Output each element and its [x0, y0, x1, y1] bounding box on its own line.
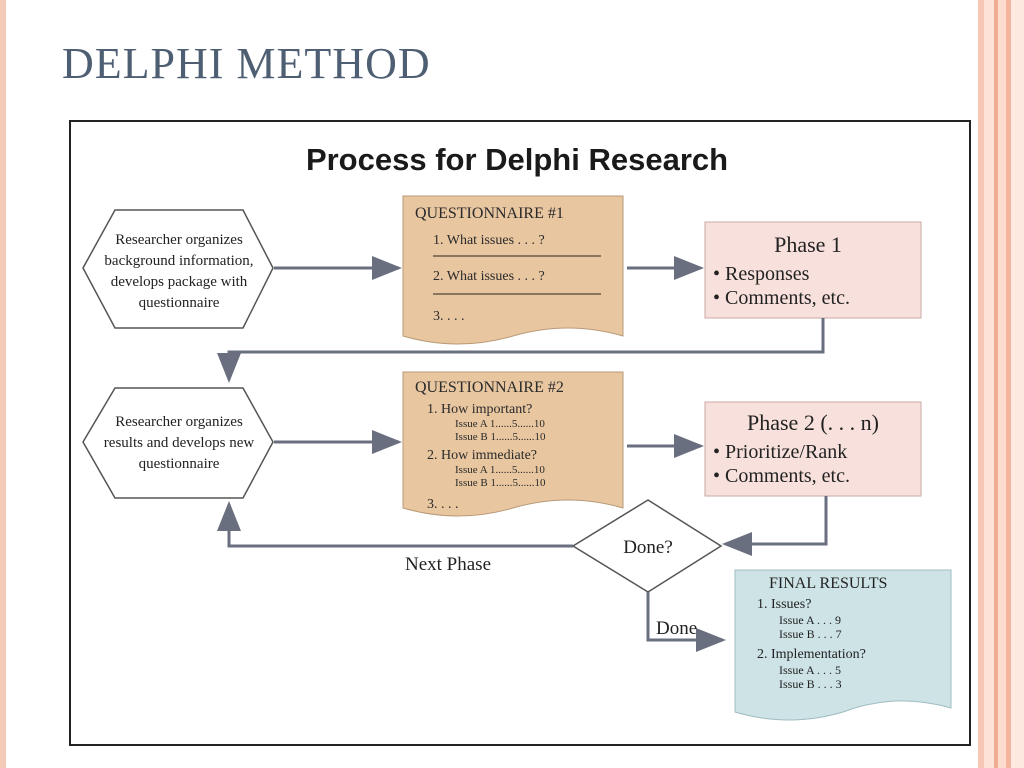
- flow-connector: [722, 496, 828, 556]
- final-results-value: Issue B . . . 3: [779, 677, 842, 691]
- slide-title: DELPHI METHOD: [62, 39, 431, 88]
- start-node-line: background information,: [104, 253, 253, 269]
- questionnaire-1-item: 3. . . .: [433, 309, 465, 324]
- phase-2-box: [704, 401, 922, 497]
- questionnaire-2-question: 2. How immediate?: [427, 448, 537, 463]
- start-node-line: Researcher organizes: [115, 232, 243, 248]
- questionnaire-2-scale: Issue A 1......5......10: [455, 464, 545, 476]
- questionnaire-1-item: 2. What issues . . . ?: [433, 269, 545, 284]
- next-phase-connector: [217, 501, 573, 548]
- second-node-shape: [82, 387, 274, 499]
- final-results-question: 2. Implementation?: [757, 647, 866, 662]
- questionnaire-1-shape: [402, 195, 624, 345]
- phase-1-box: [704, 221, 922, 319]
- decorative-stripe: [994, 0, 998, 768]
- diagram-title: Process for Delphi Research: [306, 142, 728, 177]
- second-node-line: Researcher organizes: [115, 414, 243, 430]
- flow-connector: [217, 318, 825, 383]
- next-phase-label: Next Phase: [405, 554, 491, 575]
- questionnaire-2-question: 3. . . .: [427, 497, 459, 512]
- phase-2-title: Phase 2 (. . . n): [747, 410, 879, 435]
- start-node-line: questionnaire: [139, 295, 220, 311]
- questionnaire-2-question: 1. How important?: [427, 402, 532, 417]
- decorative-stripe: [1011, 0, 1024, 768]
- start-node-shape: [82, 209, 274, 329]
- decision-label: Done?: [623, 537, 673, 558]
- decorative-stripe: [1006, 0, 1011, 768]
- questionnaire-1-item: 1. What issues . . . ?: [433, 233, 545, 248]
- questionnaire-2-shape: [402, 371, 624, 517]
- phase-2-item: • Comments, etc.: [713, 465, 850, 487]
- questionnaire-2-scale: Issue B 1......5......10: [455, 431, 546, 443]
- questionnaire-2-scale: Issue A 1......5......10: [455, 418, 545, 430]
- final-results-value: Issue A . . . 9: [779, 613, 841, 627]
- final-results-title: FINAL RESULTS: [769, 575, 887, 592]
- final-results-question: 1. Issues?: [757, 597, 811, 612]
- questionnaire-1-title: QUESTIONNAIRE #1: [415, 205, 564, 222]
- decorative-stripe: [998, 0, 1006, 768]
- start-node-line: develops package with: [111, 274, 248, 290]
- second-node-line: questionnaire: [139, 456, 220, 472]
- phase-1-title: Phase 1: [774, 232, 842, 257]
- final-results-value: Issue B . . . 7: [779, 627, 842, 641]
- phase-2-item: • Prioritize/Rank: [713, 441, 847, 463]
- phase-1-item: • Responses: [713, 263, 810, 285]
- decorative-stripe: [984, 0, 994, 768]
- done-label: Done: [656, 618, 697, 639]
- diagram-frame: Process for Delphi Research Researcher o…: [69, 120, 971, 746]
- done-connector: [646, 592, 726, 652]
- left-edge-stripe: [0, 0, 6, 768]
- questionnaire-2-title: QUESTIONNAIRE #2: [415, 379, 564, 396]
- decorative-stripe: [978, 0, 984, 768]
- final-results-shape: [734, 569, 952, 721]
- second-node-line: results and develops new: [104, 435, 255, 451]
- phase-1-item: • Comments, etc.: [713, 287, 850, 309]
- delphi-process-diagram: Process for Delphi Research Researcher o…: [82, 142, 952, 721]
- final-results-value: Issue A . . . 5: [779, 663, 841, 677]
- questionnaire-2-scale: Issue B 1......5......10: [455, 477, 546, 489]
